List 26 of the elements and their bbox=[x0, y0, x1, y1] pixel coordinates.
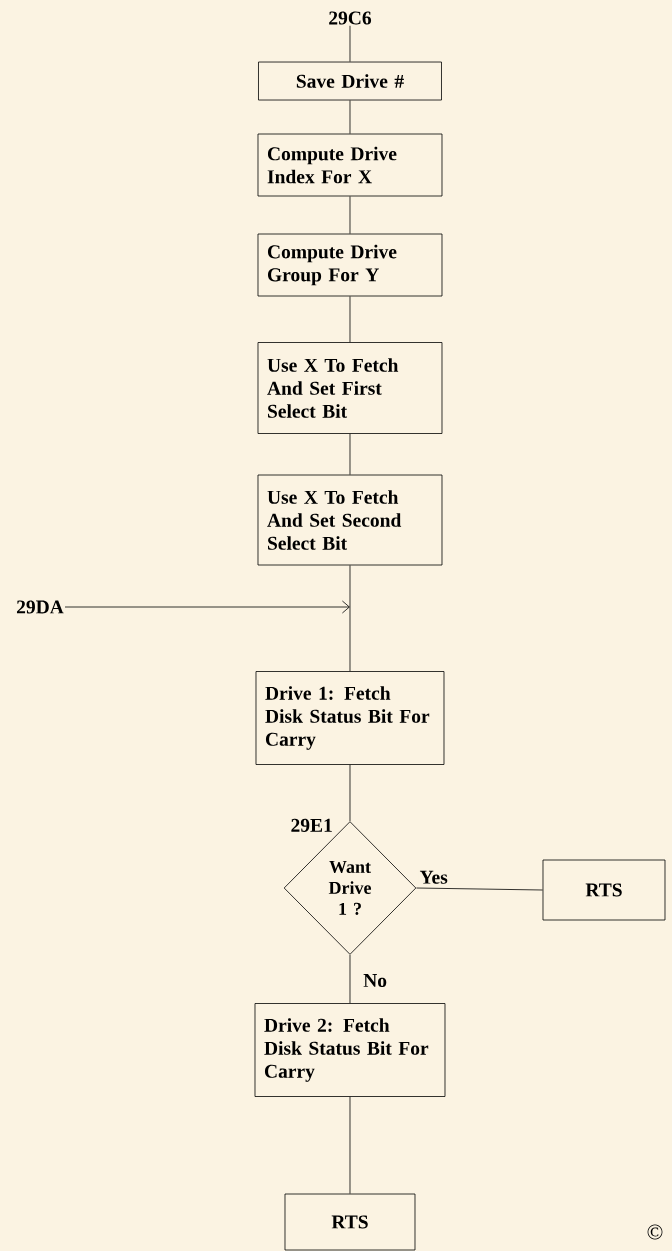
process-box: Save Drive # bbox=[258, 61, 442, 101]
copyright-mark: © bbox=[647, 1224, 663, 1240]
entry-address: 29C6 bbox=[329, 11, 372, 25]
connector-line bbox=[416, 887, 543, 891]
edge-label: Yes bbox=[419, 870, 448, 884]
process-box: RTS bbox=[284, 1193, 416, 1251]
edge-label: No bbox=[363, 974, 387, 988]
connector-line bbox=[349, 25, 351, 62]
process-box: Drive 1: Fetch Disk Status Bit For Carry bbox=[255, 671, 445, 765]
process-box: Compute Drive Index For X bbox=[257, 133, 443, 197]
arrow bbox=[64, 600, 350, 614]
connector-line bbox=[349, 1096, 351, 1194]
entry-address: 29DA bbox=[17, 600, 64, 614]
process-box: Use X To Fetch And Set Second Select Bit bbox=[257, 474, 443, 566]
connector-line bbox=[349, 196, 351, 234]
process-box: RTS bbox=[542, 859, 666, 921]
connector-line bbox=[349, 954, 351, 1004]
process-box: Compute Drive Group For Y bbox=[257, 233, 443, 297]
process-box: Use X To Fetch And Set First Select Bit bbox=[257, 342, 443, 434]
connector-line bbox=[349, 764, 351, 822]
connector-line bbox=[349, 100, 351, 134]
connector-line bbox=[349, 296, 351, 343]
connector-line bbox=[349, 565, 351, 672]
connector-line bbox=[349, 433, 351, 475]
process-box: Drive 2: Fetch Disk Status Bit For Carry bbox=[254, 1003, 446, 1097]
address-label: 29E1 bbox=[291, 818, 332, 832]
